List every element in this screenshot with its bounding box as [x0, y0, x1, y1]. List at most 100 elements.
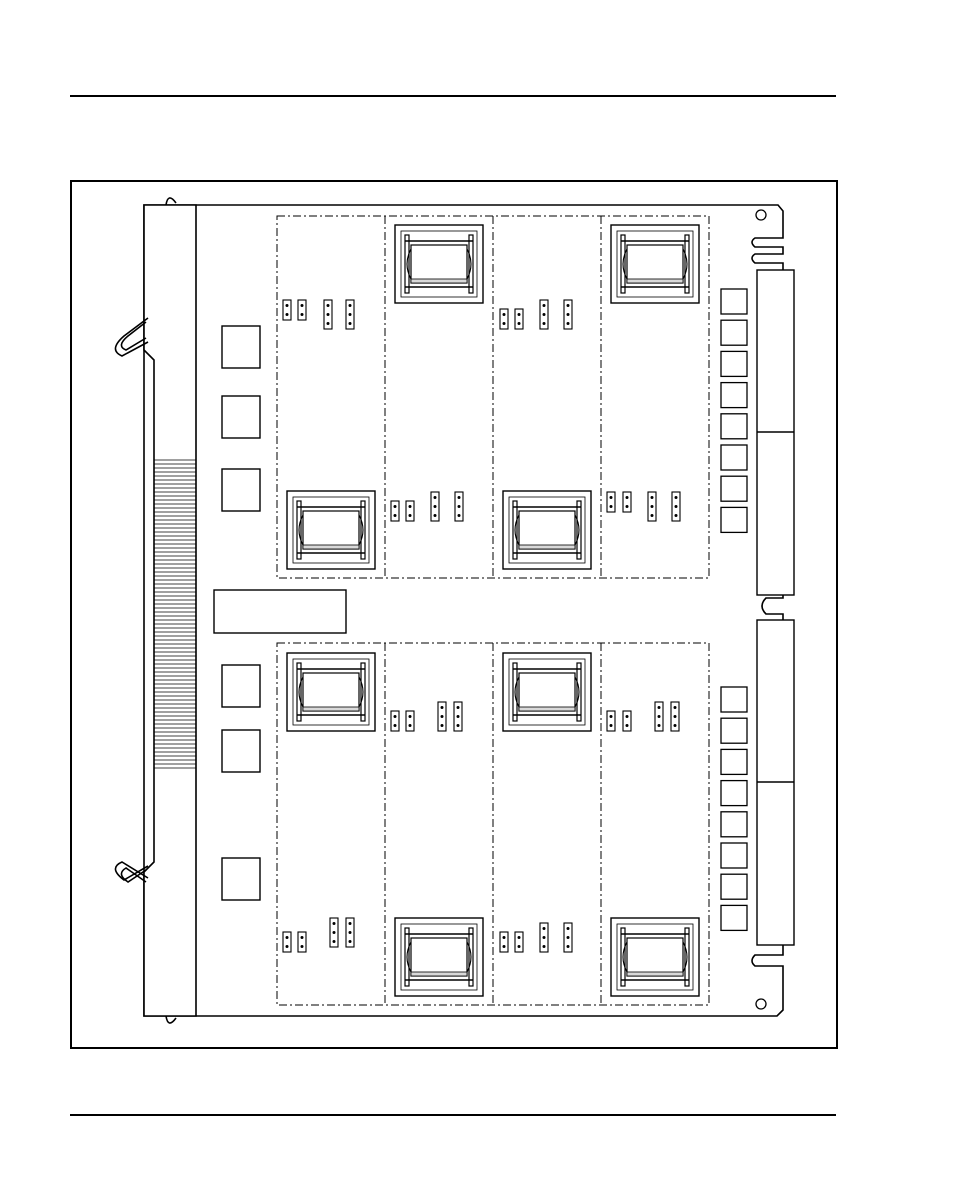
- jumper-pin: [675, 505, 678, 508]
- edge-pad: [721, 445, 747, 470]
- mounting-hole-top: [756, 210, 766, 220]
- transformer: [611, 225, 699, 303]
- jumper-pin: [286, 304, 289, 307]
- transformer-shadow: [303, 707, 359, 711]
- jumper-body: [623, 492, 631, 512]
- jumper-body: [391, 711, 399, 731]
- transformer-core: [411, 938, 467, 976]
- jumper-pin: [518, 322, 521, 325]
- jumper-header: [346, 918, 354, 947]
- jumper-pin: [610, 505, 613, 508]
- jumper-header: [283, 932, 291, 952]
- jumper-header: [540, 300, 548, 329]
- jumper-pin: [394, 724, 397, 727]
- jumper-pin: [333, 931, 336, 934]
- transformer-core: [303, 511, 359, 549]
- jumper-body: [298, 300, 306, 320]
- jumper-header: [623, 711, 631, 731]
- jumper-pin: [457, 706, 460, 709]
- jumper-pin: [457, 715, 460, 718]
- jumper-pin: [409, 715, 412, 718]
- transformer: [287, 653, 375, 731]
- jumper-header: [298, 300, 306, 320]
- jumper-pin: [626, 505, 629, 508]
- jumper-pin: [349, 304, 352, 307]
- jumper-pin: [457, 724, 460, 727]
- jumper-header: [283, 300, 291, 320]
- jumper-pin: [610, 724, 613, 727]
- edge-pad: [721, 843, 747, 868]
- transformer-shadow: [519, 707, 575, 711]
- jumper-pin: [675, 496, 678, 499]
- jumper-body: [607, 711, 615, 731]
- jumper-pin: [651, 505, 654, 508]
- jumper-pin: [658, 715, 661, 718]
- jumper-pin: [658, 724, 661, 727]
- transformer: [503, 491, 591, 569]
- jumper-pin: [441, 715, 444, 718]
- jumper-pin: [441, 706, 444, 709]
- jumper-pin: [626, 715, 629, 718]
- jumper-pin: [458, 496, 461, 499]
- label-box: [214, 590, 346, 633]
- transformer-core: [411, 245, 467, 283]
- jumper-pin: [394, 715, 397, 718]
- transformer-shadow: [627, 972, 683, 976]
- jumper-pin: [675, 514, 678, 517]
- jumper-body: [500, 309, 508, 329]
- edge-pad: [721, 718, 747, 743]
- jumper-pin: [349, 940, 352, 943]
- jumper-pin: [674, 724, 677, 727]
- jumper-pin: [651, 514, 654, 517]
- jumper-pin: [567, 945, 570, 948]
- jumper-header: [540, 923, 548, 952]
- jumper-pin: [567, 313, 570, 316]
- jumper-body: [298, 932, 306, 952]
- jumper-pin: [567, 936, 570, 939]
- jumper-pin: [503, 936, 506, 939]
- transformer-core: [627, 938, 683, 976]
- jumper-pin: [518, 945, 521, 948]
- jumper-body: [607, 492, 615, 512]
- jumper-pin: [543, 304, 546, 307]
- jumper-pin: [626, 724, 629, 727]
- edge-pad: [721, 507, 747, 532]
- jumper-pin: [626, 496, 629, 499]
- jumper-header: [330, 918, 338, 947]
- jumper-header: [346, 300, 354, 329]
- transformer-core: [627, 245, 683, 283]
- edge-pad: [721, 289, 747, 314]
- jumper-pin: [434, 514, 437, 517]
- jumper-pin: [503, 322, 506, 325]
- edge-connector-upper: [757, 270, 794, 595]
- jumper-body: [515, 932, 523, 952]
- jumper-header: [671, 702, 679, 731]
- jumper-pin: [658, 706, 661, 709]
- footer-rule: [70, 1114, 836, 1116]
- jumper-pin: [458, 514, 461, 517]
- jumper-header: [672, 492, 680, 521]
- jumper-pin: [349, 313, 352, 316]
- jumper-header: [564, 300, 572, 329]
- transformer: [503, 653, 591, 731]
- jumper-header: [655, 702, 663, 731]
- faceplate-square: [222, 858, 260, 900]
- jumper-pin: [286, 313, 289, 316]
- edge-pad: [721, 476, 747, 501]
- edge-pad: [721, 414, 747, 439]
- mounting-hole-bottom: [756, 999, 766, 1009]
- jumper-pin: [518, 936, 521, 939]
- faceplate-square: [222, 665, 260, 707]
- jumper-pin: [349, 322, 352, 325]
- transformer-shadow: [411, 972, 467, 976]
- jumper-pin: [301, 936, 304, 939]
- jumper-header: [454, 702, 462, 731]
- jumper-header: [515, 309, 523, 329]
- jumper-pin: [286, 936, 289, 939]
- jumper-pin: [674, 715, 677, 718]
- jumper-pin: [610, 496, 613, 499]
- jumper-pin: [651, 496, 654, 499]
- transformer-shadow: [411, 279, 467, 283]
